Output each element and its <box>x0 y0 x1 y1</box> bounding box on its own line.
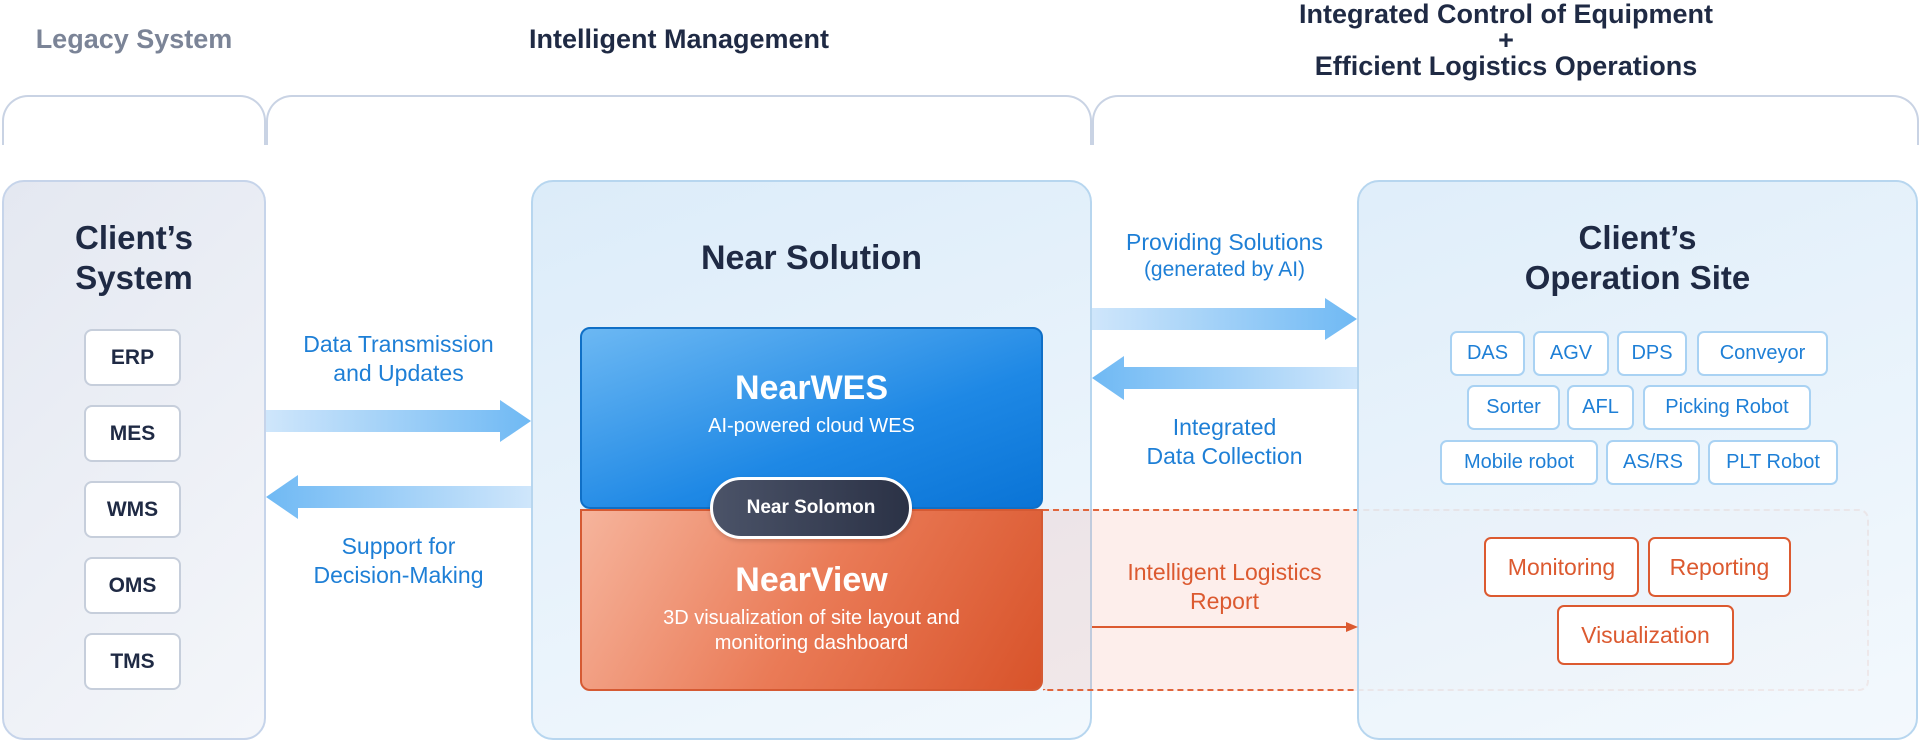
label-report-line2: Report <box>1189 587 1260 614</box>
equipment-das: DAS <box>1450 331 1525 376</box>
label-providing-solutions: Providing Solutions (generated by AI) <box>1092 228 1357 283</box>
bracket-intelligent <box>266 95 1092 145</box>
header-integrated-control: Integrated Control of Equipment + Effici… <box>1092 0 1920 80</box>
system-item-erp: ERP <box>84 329 181 386</box>
nearview-name: NearView <box>735 561 888 599</box>
header-legacy-system: Legacy System <box>35 24 233 54</box>
label-data-transmission-line1: Data Transmission <box>303 331 494 357</box>
label-support-line1: Support for <box>341 533 456 559</box>
equipment-conveyor: Conveyor <box>1697 331 1828 376</box>
equipment-agv: AGV <box>1533 331 1609 376</box>
nearview-description-line2: monitoring dashboard <box>714 632 909 654</box>
system-item-wms: WMS <box>84 481 181 538</box>
nearview-box: NearView 3D visualization of site layout… <box>580 509 1043 691</box>
nearview-description-line1: 3D visualization of site layout and <box>663 607 960 629</box>
label-support-line2: Decision-Making <box>313 561 484 588</box>
header-intelligent-management: Intelligent Management <box>528 24 830 54</box>
report-reporting: Reporting <box>1648 537 1791 597</box>
header-integrated-line1: Integrated Control of Equipment <box>1299 0 1713 29</box>
bracket-integrated <box>1092 95 1919 145</box>
label-support-decision: Support for Decision-Making <box>266 532 531 590</box>
near-solution-title: Near Solution <box>700 239 923 277</box>
operation-site-title-line2: Operation Site <box>1524 258 1751 296</box>
report-monitoring: Monitoring <box>1484 537 1639 597</box>
nearview-description: 3D visualization of site layout and moni… <box>582 606 1041 656</box>
equipment-sorter: Sorter <box>1467 385 1560 430</box>
header-integrated-plus: + <box>1498 25 1514 55</box>
report-visualization: Visualization <box>1557 605 1734 665</box>
label-integrated-collection: Integrated Data Collection <box>1092 413 1357 471</box>
system-item-oms: OMS <box>84 557 181 614</box>
label-data-transmission: Data Transmission and Updates <box>266 330 531 388</box>
label-providing-line1: Providing Solutions <box>1126 229 1323 255</box>
nearwes-name: NearWES <box>734 369 889 407</box>
label-integrated-collection-line1: Integrated <box>1172 414 1277 440</box>
client-system-title-line1: Client’s <box>75 219 193 256</box>
operation-site-title-line1: Client’s <box>1578 219 1697 256</box>
arrow-integrated-collection <box>1092 356 1357 400</box>
label-integrated-collection-line2: Data Collection <box>1146 442 1303 469</box>
equipment-mobile-robot: Mobile robot <box>1440 440 1598 485</box>
near-solomon-badge: Near Solomon <box>710 477 912 539</box>
label-providing-line2: (generated by AI) <box>1143 257 1306 281</box>
nearwes-description: AI-powered cloud WES <box>708 415 915 437</box>
system-item-mes: MES <box>84 405 181 462</box>
arrow-support-decision <box>266 475 531 519</box>
operation-site-title: Client’s Operation Site <box>1357 218 1918 297</box>
equipment-afl: AFL <box>1567 385 1634 430</box>
equipment-picking-robot: Picking Robot <box>1643 385 1811 430</box>
equipment-dps: DPS <box>1617 331 1687 376</box>
arrow-data-transmission <box>266 400 531 442</box>
bracket-legacy <box>2 95 266 145</box>
client-system-title-line2: System <box>75 258 193 296</box>
equipment-plt-robot: PLT Robot <box>1708 440 1838 485</box>
label-intelligent-report: Intelligent Logistics Report <box>1092 558 1357 616</box>
header-integrated-line2: Efficient Logistics Operations <box>1314 51 1698 81</box>
system-item-tms: TMS <box>84 633 181 690</box>
label-report-line1: Intelligent Logistics <box>1127 559 1322 585</box>
equipment-asrs: AS/RS <box>1606 440 1700 485</box>
arrow-providing-solutions <box>1092 298 1357 340</box>
client-system-title: Client’s System <box>2 218 266 297</box>
label-data-transmission-line2: and Updates <box>333 359 464 386</box>
